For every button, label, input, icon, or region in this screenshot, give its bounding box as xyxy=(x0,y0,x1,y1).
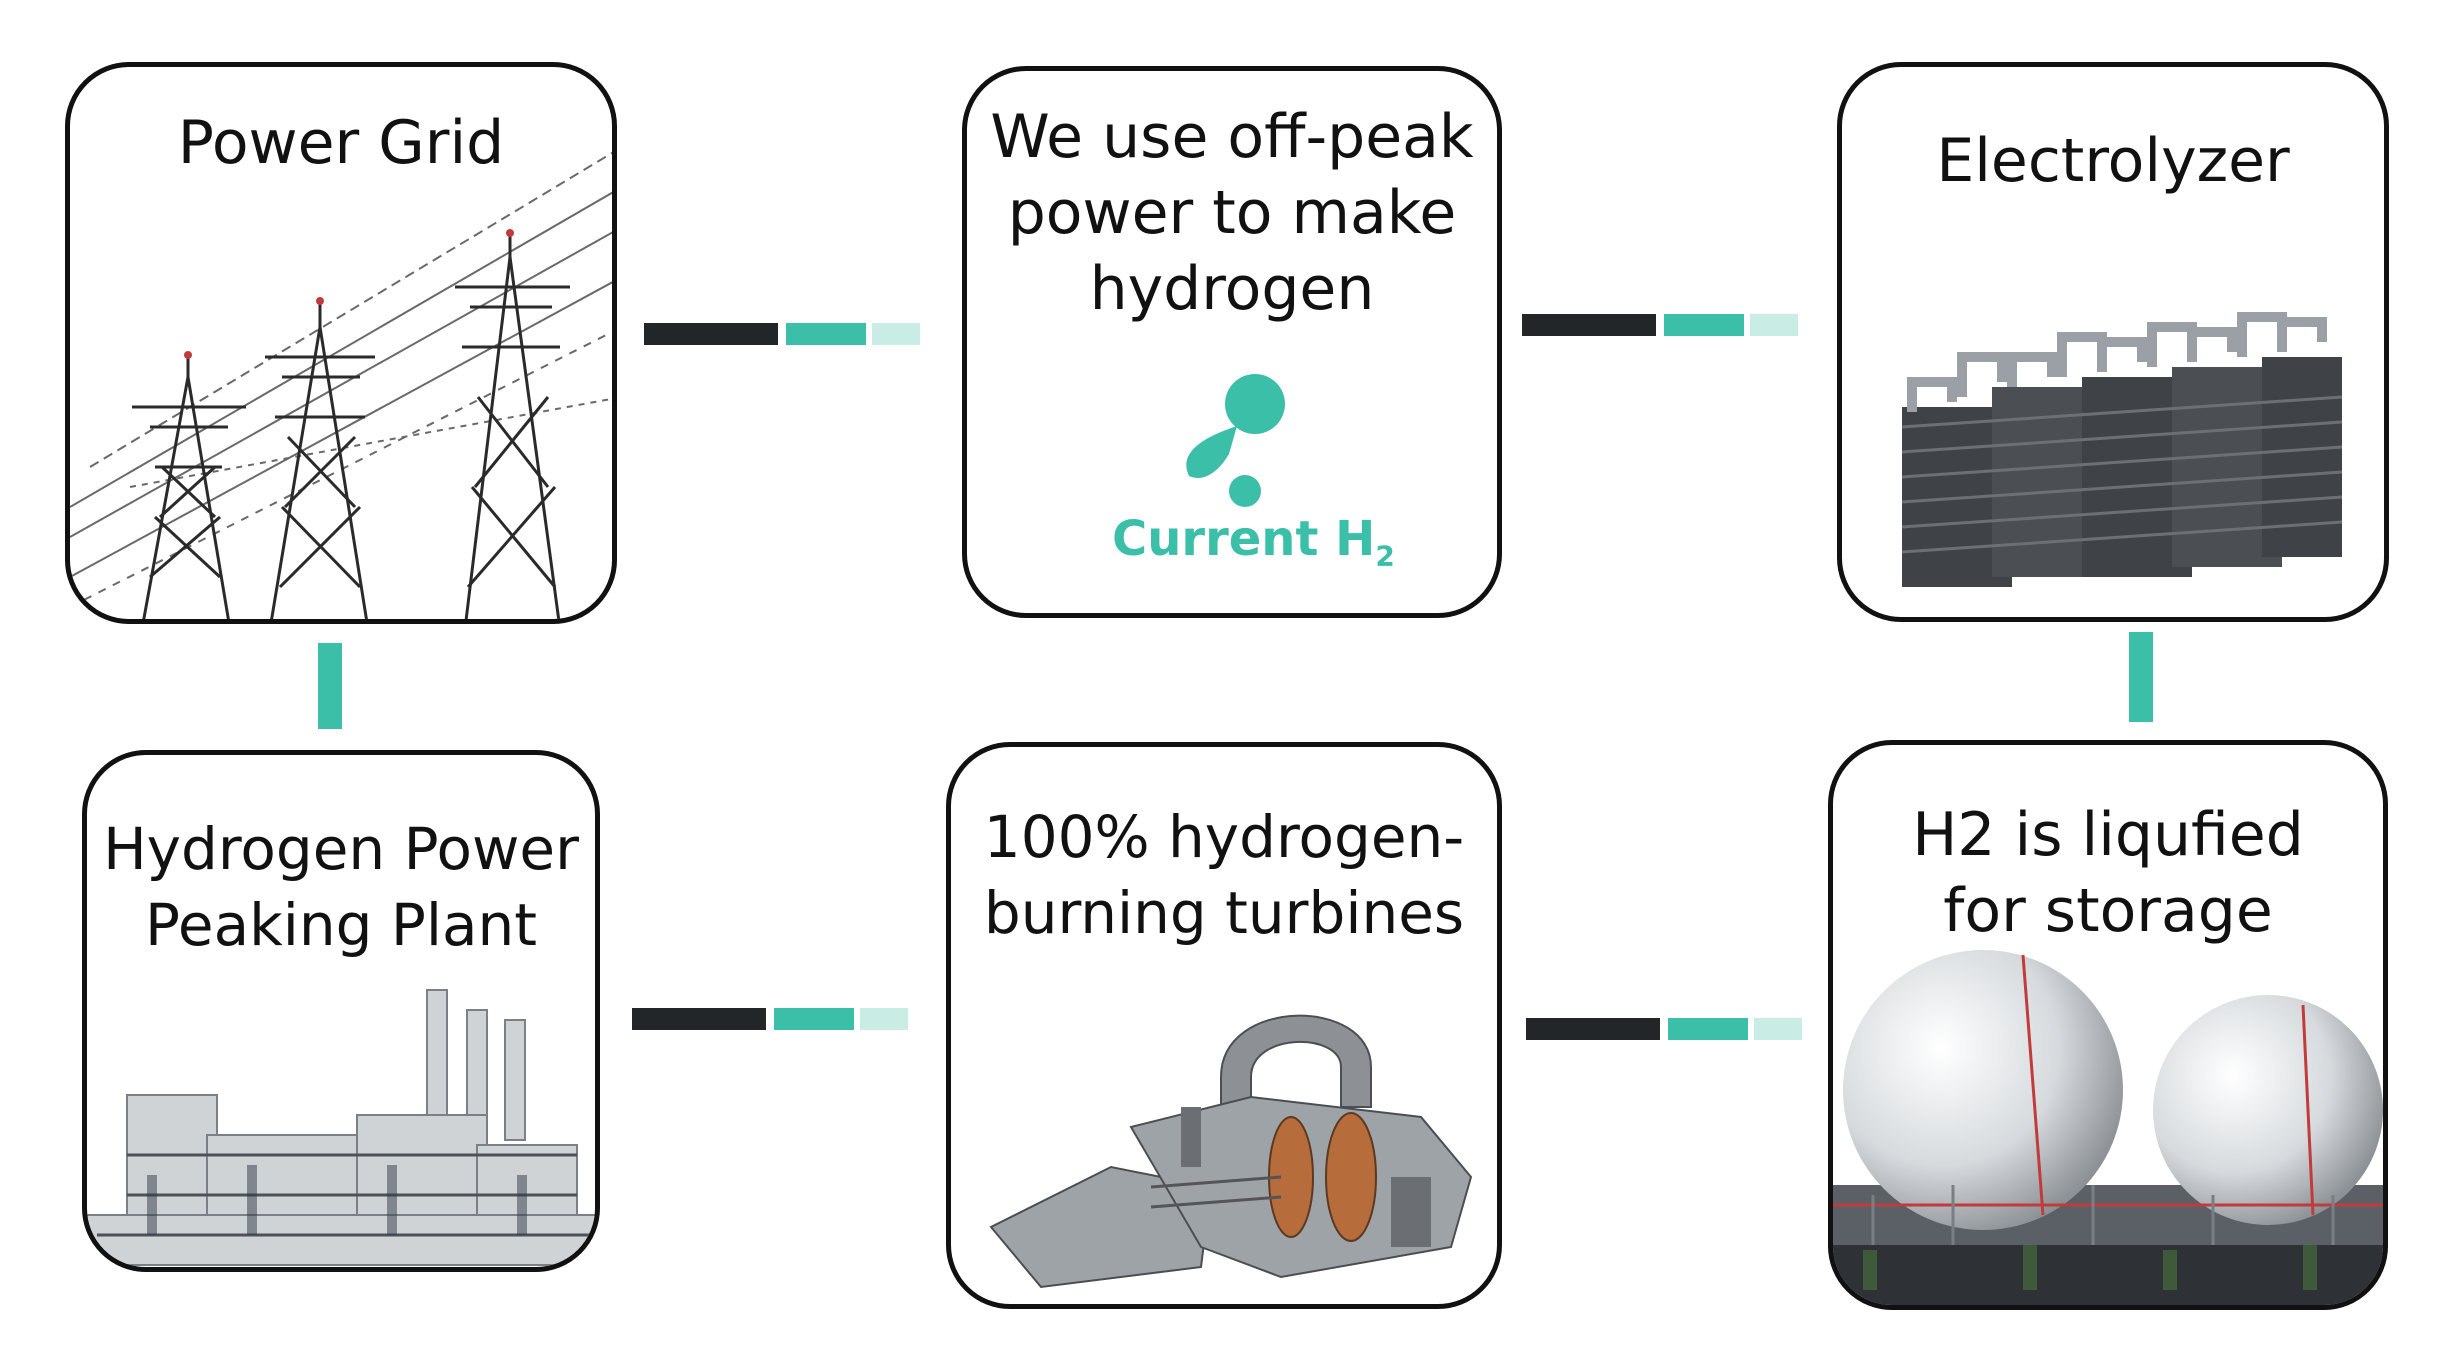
turbines-title: 100% hydrogen- burning turbines xyxy=(983,803,1465,947)
turbine-illustration xyxy=(989,1014,1473,1289)
connector-segment-light xyxy=(1754,1018,1802,1040)
connector-segment-teal xyxy=(786,323,866,345)
storage-spheres-illustration xyxy=(1833,950,2383,1305)
brand-name: Current xyxy=(1112,511,1319,567)
connector-plant-to-turbines xyxy=(632,1008,908,1030)
current-h2-wordmark: Current H2 xyxy=(1112,511,1395,573)
connector-segment-light xyxy=(1750,314,1798,336)
turbines-box: 100% hydrogen- burning turbines xyxy=(946,742,1502,1309)
connector-segment-dark xyxy=(1522,314,1656,336)
connector-segment-teal xyxy=(1664,314,1744,336)
connector-segment-teal xyxy=(1668,1018,1748,1040)
connector-segment-dark xyxy=(1526,1018,1660,1040)
connector-grid-to-offpeak xyxy=(644,323,920,345)
storage-box: H2 is liqufied for storage xyxy=(1828,740,2388,1310)
connector-grid-to-plant xyxy=(318,643,342,729)
power-tower-illustration xyxy=(70,151,612,619)
electrolyzer-box: Electrolyzer xyxy=(1837,62,2389,622)
brand-subscript: 2 xyxy=(1375,539,1395,573)
connector-segment-dark xyxy=(632,1008,766,1030)
connector-segment-light xyxy=(860,1008,908,1030)
offpeak-box: We use off-peak power to make hydrogen C… xyxy=(962,66,1502,618)
peaking-plant-box: Hydrogen Power Peaking Plant xyxy=(82,750,600,1272)
connector-segment-light xyxy=(872,323,920,345)
power-plant-illustration xyxy=(87,989,595,1266)
current-h2-logo-icon xyxy=(1186,374,1285,507)
electrolyzer-stack-illustration xyxy=(1901,312,2343,587)
peaking-plant-title: Hydrogen Power Peaking Plant xyxy=(103,815,579,959)
connector-electrolyzer-to-storage xyxy=(2129,632,2153,722)
power-grid-title: Power Grid xyxy=(177,108,505,178)
connector-offpeak-to-electrolyzer xyxy=(1522,314,1798,336)
offpeak-title: We use off-peak power to make hydrogen xyxy=(990,102,1474,324)
electrolyzer-title: Electrolyzer xyxy=(1936,126,2290,196)
connector-segment-dark xyxy=(644,323,778,345)
connector-turbines-to-storage xyxy=(1526,1018,1802,1040)
storage-title: H2 is liqufied for storage xyxy=(1912,800,2304,946)
power-grid-box: Power Grid xyxy=(65,62,617,624)
connector-segment-teal xyxy=(774,1008,854,1030)
brand-prefix: H xyxy=(1335,511,1376,567)
